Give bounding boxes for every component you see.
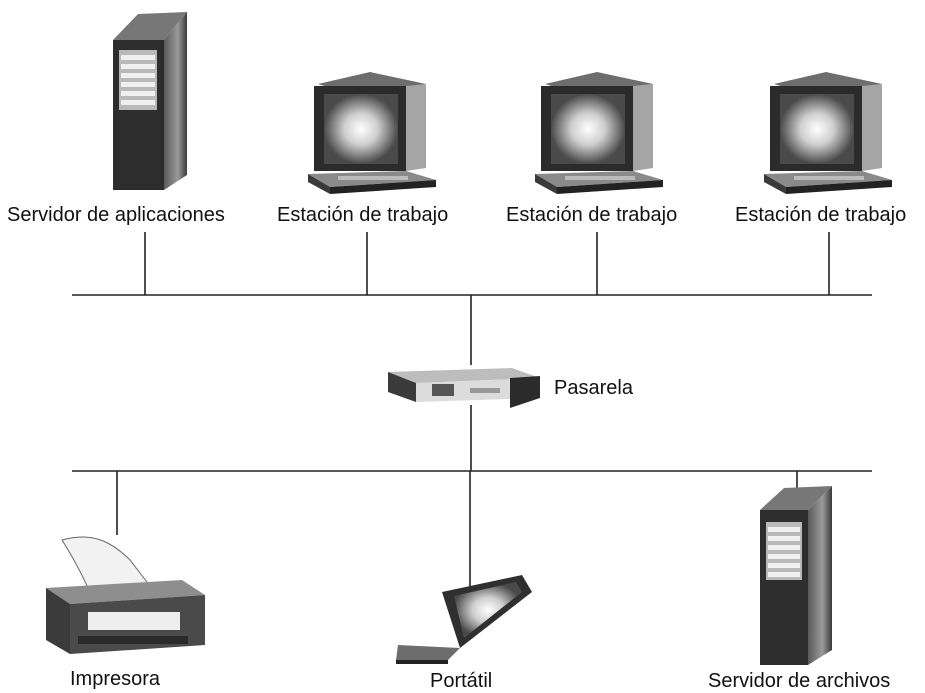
gateway-device-icon <box>388 368 540 408</box>
file-server-label: Servidor de archivos <box>708 670 891 692</box>
workstation-1-label: Estación de trabajo <box>277 204 449 226</box>
printer-icon <box>46 536 205 654</box>
workstation-2-label: Estación de trabajo <box>506 204 678 226</box>
app-server-label: Servidor de aplicaciones <box>7 204 225 226</box>
server-tower-icon <box>113 12 187 190</box>
laptop-label: Portátil <box>430 670 493 692</box>
server-tower-icon <box>760 486 832 665</box>
gateway-label: Pasarela <box>554 377 633 399</box>
printer-label: Impresora <box>70 668 161 690</box>
workstation-3-label: Estación de trabajo <box>735 204 907 226</box>
workstation-icon <box>764 72 892 194</box>
workstation-icon <box>308 72 436 194</box>
workstation-icon <box>535 72 663 194</box>
laptop-icon <box>396 575 532 664</box>
